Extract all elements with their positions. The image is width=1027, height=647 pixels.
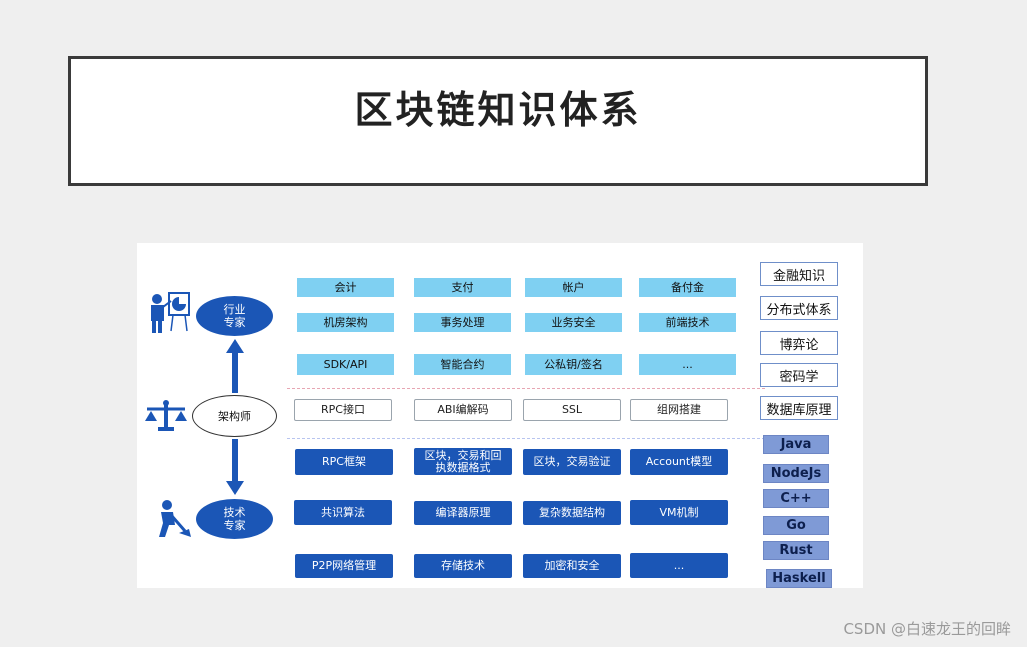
lang-cpp: C++	[763, 489, 829, 508]
topic-rpc-framework: RPC框架	[295, 449, 393, 475]
side-topic-cryptography: 密码学	[760, 363, 838, 387]
title-box: 区块链知识体系	[68, 56, 928, 186]
topic-frontend: 前端技术	[639, 313, 736, 332]
lang-nodejs: NodeJs	[763, 464, 829, 483]
industry-expert-oval: 行业 专家	[196, 296, 273, 336]
side-topic-database: 数据库原理	[760, 396, 838, 420]
footer-watermark: CSDN @白速龙王的回眸	[843, 620, 1011, 638]
topic-accounting: 会计	[297, 278, 394, 297]
lang-rust: Rust	[763, 541, 829, 560]
separator-top	[287, 388, 765, 389]
topic-business-security: 业务安全	[525, 313, 622, 332]
topic-compiler: 编译器原理	[414, 501, 512, 525]
topic-abi-codec: ABI编解码	[414, 399, 512, 421]
topic-sdk-api: SDK/API	[297, 354, 394, 375]
topic-rpc-interface: RPC接口	[294, 399, 392, 421]
architect-label: 架构师	[218, 409, 251, 423]
topic-network-setup: 组网搭建	[630, 399, 728, 421]
topic-payment: 支付	[414, 278, 511, 297]
topic-keys-signature: 公私钥/签名	[525, 354, 622, 375]
topic-data-structures: 复杂数据结构	[523, 501, 621, 525]
arrow-down-icon	[226, 439, 244, 495]
separator-bottom	[287, 438, 765, 439]
topic-account: 帐户	[525, 278, 622, 297]
topic-reserve-fund: 备付金	[639, 278, 736, 297]
page-title: 区块链知识体系	[354, 87, 642, 132]
topic-p2p: P2P网络管理	[295, 554, 393, 578]
worker-shovel-icon	[159, 500, 191, 537]
topic-vm: VM机制	[630, 500, 728, 525]
tech-expert-oval: 技术 专家	[196, 499, 273, 539]
topic-ssl: SSL	[523, 399, 621, 421]
topic-crypto-security: 加密和安全	[523, 554, 621, 578]
topic-validation: 区块，交易验证	[523, 449, 621, 475]
topic-storage: 存储技术	[414, 554, 512, 578]
topic-more-tech: ...	[630, 553, 728, 578]
side-topic-game-theory: 博弈论	[760, 331, 838, 355]
lang-haskell: Haskell	[766, 569, 832, 588]
presenter-chart-icon	[151, 292, 190, 333]
topic-consensus: 共识算法	[294, 500, 392, 525]
lang-java: Java	[763, 435, 829, 454]
topic-smart-contract: 智能合约	[414, 354, 511, 375]
side-topic-distributed: 分布式体系	[760, 296, 838, 320]
architect-oval: 架构师	[192, 395, 277, 437]
knowledge-diagram: 行业 专家 架构师 技术 专家 会计 支付 帐户 备付金 机房架构 事务处理 业…	[137, 243, 863, 588]
industry-expert-label: 行业 专家	[223, 303, 246, 329]
tech-expert-label: 技术 专家	[223, 506, 246, 532]
lang-go: Go	[763, 516, 829, 535]
topic-datacenter: 机房架构	[297, 313, 394, 332]
topic-transaction-processing: 事务处理	[414, 313, 511, 332]
scales-icon	[145, 400, 187, 431]
topic-more-industry: ...	[639, 354, 736, 375]
topic-data-format: 区块，交易和回执数据格式	[414, 448, 512, 475]
topic-account-model: Account模型	[630, 449, 728, 475]
arrow-up-icon	[226, 339, 244, 393]
side-topic-finance: 金融知识	[760, 262, 838, 286]
